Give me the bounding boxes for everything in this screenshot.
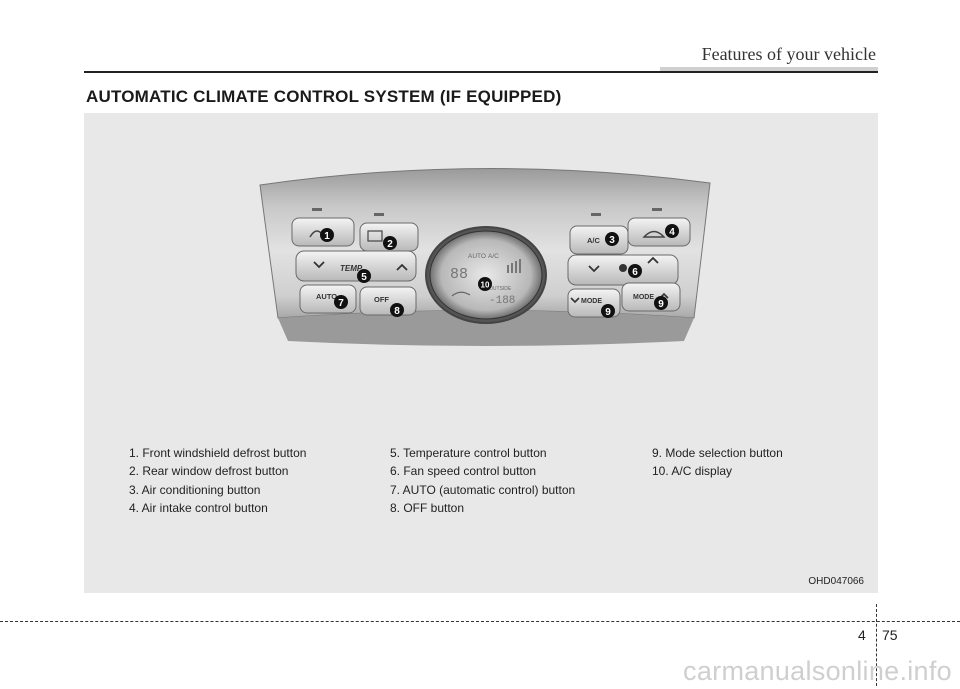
callout-label: 5 (361, 272, 367, 283)
legend-item: 2. Rear window defrost button (129, 464, 289, 479)
callout-badge (654, 296, 668, 310)
footer-rule (0, 621, 960, 622)
callout-badge (628, 264, 642, 278)
chapter-number: 4 (858, 627, 866, 643)
display-outside-label: OUTSIDE (489, 286, 512, 292)
display-temperature: 88 (450, 266, 468, 283)
callout-badge (357, 269, 371, 283)
off-button[interactable]: OFF (359, 286, 417, 316)
temp-up-icon (396, 263, 408, 271)
fan-down-icon (588, 265, 600, 273)
callout-badge (601, 304, 615, 318)
callout-label: 2 (387, 239, 393, 250)
fan-bar (519, 259, 521, 273)
header-section-title: Features of your vehicle (701, 44, 876, 64)
temp-down-icon (313, 261, 325, 269)
auto-label: AUTO (316, 292, 337, 301)
callout-badge (390, 303, 404, 317)
callout-badge (605, 232, 619, 246)
callout-badge (478, 277, 492, 291)
fan-up-icon (647, 256, 659, 264)
legend-item: 6. Fan speed control button (390, 464, 537, 479)
mode-right-label: MODE (633, 294, 654, 301)
legend-column-1: 1. Front windshield defrost button 2. Re… (129, 444, 306, 517)
legend-item: 4. Air intake control button (129, 500, 268, 515)
fan-speed-button[interactable] (567, 254, 679, 286)
page-number: 75 (882, 627, 898, 643)
callout-badge (320, 228, 334, 242)
legend-column-2: 5. Temperature control button 6. Fan spe… (390, 444, 575, 517)
display-ac-label: A/C (488, 253, 499, 260)
mode-down-icon (570, 297, 580, 304)
legend-item: 9. Mode selection button (652, 446, 783, 460)
rear-defrost-icon (367, 230, 383, 242)
legend-item: 5. Temperature control button (390, 446, 547, 460)
figure-area: TEMP AUTO OFF AUTO A/C 88 OUTSIDE -188 (84, 113, 878, 593)
fan-bar (515, 261, 517, 273)
callout-label: 8 (394, 306, 400, 317)
indicator-light (312, 208, 322, 211)
legend-item: 10. A/C display (652, 464, 733, 479)
display-auto-label: AUTO (468, 253, 486, 260)
mode-up-button[interactable]: MODE (621, 282, 681, 312)
callout-badge (383, 236, 397, 250)
legend-item: 1. Front windshield defrost button (129, 446, 307, 460)
ac-label: A/C (587, 236, 601, 245)
auto-button[interactable]: AUTO (299, 284, 357, 314)
indicator-light (374, 213, 384, 216)
page-title: AUTOMATIC CLIMATE CONTROL SYSTEM (IF EQU… (86, 87, 562, 106)
footer-divider (876, 604, 877, 686)
indicator-light (652, 208, 662, 211)
climate-panel-illustration: TEMP AUTO OFF AUTO A/C 88 OUTSIDE -188 (259, 168, 711, 346)
callout-label: 9 (605, 307, 611, 318)
callout-label: 10 (481, 281, 490, 290)
fan-bar (507, 265, 509, 273)
off-label: OFF (374, 295, 389, 304)
callout-label: 1 (324, 231, 330, 242)
temp-label: TEMP (340, 264, 363, 273)
panel-lower-trim (278, 310, 694, 346)
airflow-icon (451, 291, 471, 297)
legend-item: 7. AUTO (automatic control) button (390, 482, 576, 497)
callout-label: 9 (658, 299, 664, 310)
ac-display: AUTO A/C 88 OUTSIDE -188 (425, 226, 547, 324)
air-intake-icon (642, 230, 666, 238)
watermark: carmanualsonline.info (683, 656, 952, 686)
indicator-light (591, 213, 601, 216)
temp-control-button[interactable]: TEMP (295, 250, 417, 282)
callout-label: 7 (338, 298, 344, 309)
callout-label: 6 (632, 267, 638, 278)
figure-code: OHD047066 (808, 576, 864, 587)
mode-left-label: MODE (581, 298, 602, 305)
header-rule (84, 71, 878, 73)
legend-column-3: 9. Mode selection button 10. A/C display (652, 444, 783, 481)
air-intake-button[interactable] (627, 217, 691, 247)
legend-item: 3. Air conditioning button (129, 482, 261, 497)
callout-label: 3 (609, 235, 615, 246)
fan-bar (511, 263, 513, 273)
callout-badge (665, 224, 679, 238)
display-outside-temp: -188 (489, 295, 515, 307)
header-accent-bar (660, 67, 878, 73)
legend-item: 8. OFF button (390, 500, 465, 515)
callout-label: 4 (669, 227, 675, 238)
fan-icon (619, 264, 627, 272)
callout-badge (334, 295, 348, 309)
ac-button[interactable]: A/C (569, 225, 629, 255)
